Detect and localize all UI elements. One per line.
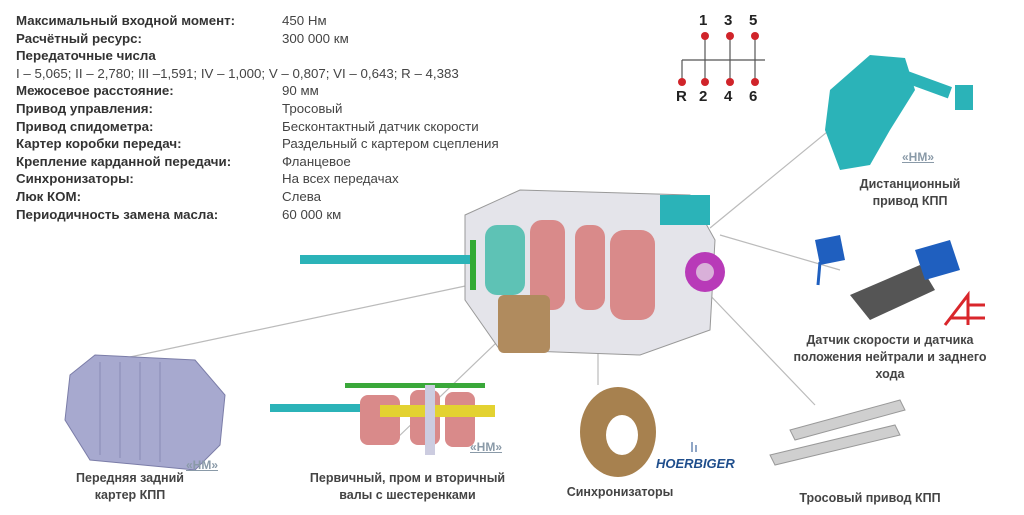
gear-ratios: I – 5,065; II – 2,780; III –1,591; IV – … <box>16 65 459 81</box>
housing-image <box>64 354 226 471</box>
hm-mark: «НМ» <box>470 440 503 454</box>
gear-label: 1 <box>699 12 708 29</box>
hm-mark: «НМ» <box>902 150 935 164</box>
spec-row: Межосевое расстояние:90 мм <box>16 83 319 99</box>
shafts-image <box>270 383 495 455</box>
label-shafts: Первичный, пром и вторичный валы с шесте… <box>309 471 506 502</box>
synchronizer-image <box>580 387 656 477</box>
hoerbiger-logo-icon <box>691 442 697 452</box>
spec-row: Привод спидометра:Бесконтактный датчик с… <box>16 118 479 134</box>
gear-label: 5 <box>749 12 758 29</box>
spec-row: Периодичность замена масла:60 000 км <box>16 206 342 222</box>
spec-row: Привод управления:Тросовый <box>16 100 343 116</box>
hm-mark: «НМ» <box>186 458 219 472</box>
label-cable-drive: Тросовый привод КПП <box>799 491 941 505</box>
spec-row: Расчётный ресурс:300 000 км <box>16 30 349 46</box>
spec-row: Максимальный входной момент:450 Нм <box>16 13 327 28</box>
spec-row: Синхронизаторы:На всех передачах <box>16 171 399 187</box>
label-housing: Передняя задний картер КПП <box>76 471 184 502</box>
label-synchronizers: Синхронизаторы <box>566 485 674 499</box>
spec-row: Люк КОМ:Слева <box>16 188 322 204</box>
spec-row: Картер коробки передач:Раздельный с карт… <box>16 136 499 152</box>
gearbox-cutaway-image <box>300 189 725 356</box>
gear-label: 3 <box>724 12 733 29</box>
sensors-image <box>815 235 960 320</box>
spec-row: Передаточные числа <box>16 48 156 64</box>
gear-label: 4 <box>724 88 733 105</box>
hoerbiger-logo: HOERBIGER <box>656 456 735 471</box>
specifications-list: Максимальный входной момент:450 Нм Расчё… <box>16 12 499 223</box>
gear-position-dots <box>678 32 759 86</box>
label-sensors: Датчик скорости и датчика положения нейт… <box>793 333 987 381</box>
gear-label: 2 <box>699 88 708 105</box>
remote-drive-image <box>825 55 973 170</box>
cable-drive-image <box>769 399 906 466</box>
spec-row: Крепление карданной передачи:Фланцевое <box>16 153 351 169</box>
shift-pattern-diagram <box>681 36 765 82</box>
logo-a4 <box>943 290 985 326</box>
label-remote-drive: Дистанционный привод КПП <box>859 177 961 208</box>
gear-label: 6 <box>749 88 758 105</box>
gear-label: R <box>676 88 687 105</box>
